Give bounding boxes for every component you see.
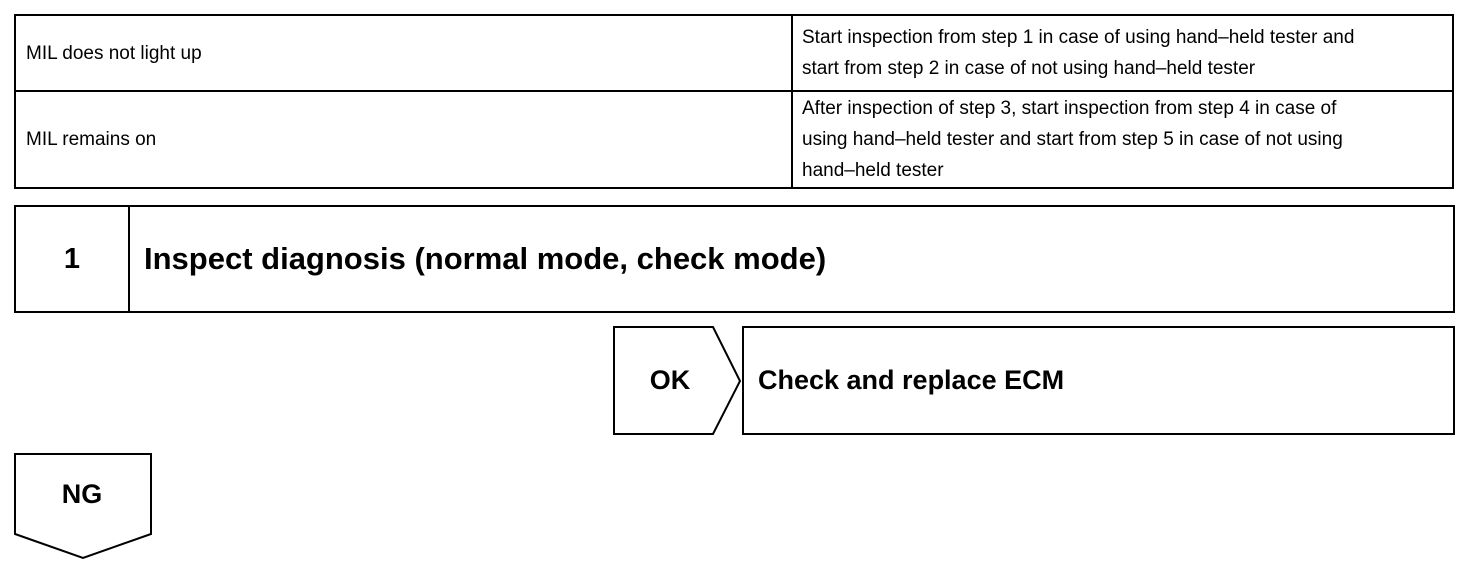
action-line: start from step 2 in case of not using h… — [802, 58, 1256, 79]
action-cell: Start inspection from step 1 in case of … — [791, 14, 1454, 92]
step-box: 1 Inspect diagnosis (normal mode, check … — [14, 205, 1455, 313]
ok-label: OK — [649, 364, 691, 395]
condition-cell: MIL does not light up — [14, 14, 793, 92]
ok-result-box: Check and replace ECM — [742, 326, 1455, 435]
ng-label: NG — [61, 478, 103, 509]
ng-arrow-shape — [14, 453, 152, 560]
condition-row: MIL remains on After inspection of step … — [14, 90, 1454, 189]
condition-cell: MIL remains on — [14, 90, 793, 189]
action-line: using hand–held tester and start from st… — [802, 129, 1343, 150]
ok-result-text: Check and replace ECM — [758, 365, 1065, 395]
action-cell: After inspection of step 3, start inspec… — [791, 90, 1454, 189]
action-line: Start inspection from step 1 in case of … — [802, 27, 1355, 48]
step-title: Inspect diagnosis (normal mode, check mo… — [144, 241, 827, 276]
step-number: 1 — [16, 207, 130, 311]
condition-table: MIL does not light up Start inspection f… — [14, 14, 1454, 189]
action-line: hand–held tester — [802, 160, 944, 181]
condition-row: MIL does not light up Start inspection f… — [14, 14, 1454, 92]
action-line: After inspection of step 3, start inspec… — [802, 98, 1337, 119]
ok-arrow-shape — [613, 326, 742, 435]
